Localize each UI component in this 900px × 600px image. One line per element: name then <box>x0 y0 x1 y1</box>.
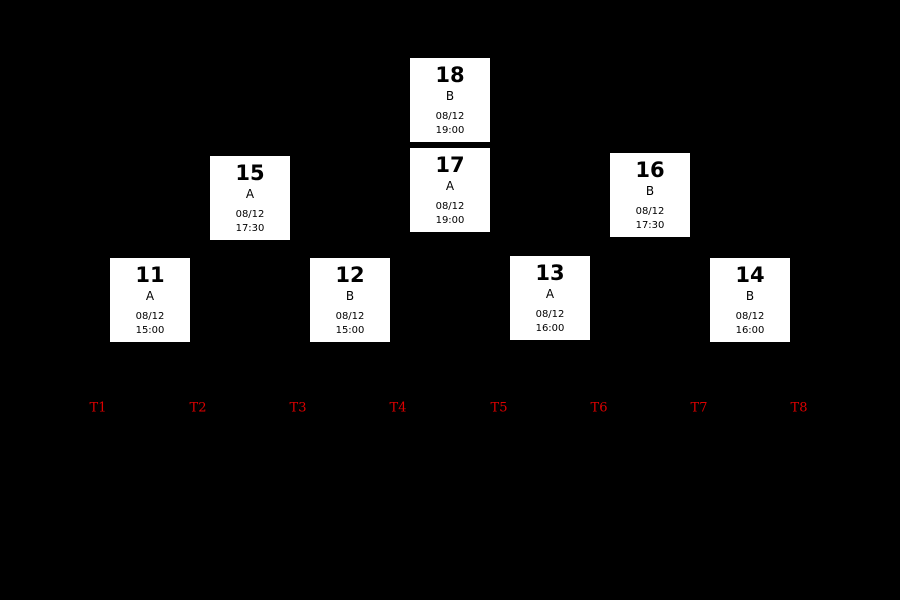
node-date: 08/12 <box>535 309 565 320</box>
node-time: 15:00 <box>135 325 165 336</box>
axis-tick-label: T7 <box>690 400 708 416</box>
node-date: 08/12 <box>735 311 765 322</box>
axis-tick-label: T1 <box>89 400 107 416</box>
axis-tick-label: T5 <box>490 400 508 416</box>
node-label: A <box>245 187 255 201</box>
node-date: 08/12 <box>635 206 665 217</box>
node-date: 08/12 <box>235 209 265 220</box>
node-id: 17 <box>435 153 465 177</box>
node-id: 11 <box>135 263 165 287</box>
node-time: 19:00 <box>435 215 465 226</box>
node-label: A <box>545 287 555 301</box>
node-time: 17:30 <box>235 223 265 234</box>
node-label: B <box>745 289 755 303</box>
node-time: 16:00 <box>735 325 765 336</box>
node-date: 08/12 <box>335 311 365 322</box>
node-id: 15 <box>235 161 265 185</box>
node-label: B <box>345 289 355 303</box>
axis-tick-label: T6 <box>590 400 608 416</box>
node-id: 13 <box>535 261 565 285</box>
axis-tick-label: T2 <box>189 400 207 416</box>
axis-tick-label: T3 <box>289 400 307 416</box>
node-label: B <box>645 184 655 198</box>
node-label: A <box>445 179 455 193</box>
node-id: 18 <box>435 63 465 87</box>
node-id: 16 <box>635 158 665 182</box>
node-time: 17:30 <box>635 220 665 231</box>
node-label: A <box>145 289 155 303</box>
node-date: 08/12 <box>135 311 165 322</box>
node-date: 08/12 <box>435 201 465 212</box>
node-label: B <box>445 89 455 103</box>
node-time: 19:00 <box>435 125 465 136</box>
node-id: 14 <box>735 263 765 287</box>
axis-tick-label: T8 <box>790 400 808 416</box>
node-time: 15:00 <box>335 325 365 336</box>
node-id: 12 <box>335 263 365 287</box>
node-time: 16:00 <box>535 323 565 334</box>
axis-tick-label: T4 <box>389 400 407 416</box>
node-date: 08/12 <box>435 111 465 122</box>
